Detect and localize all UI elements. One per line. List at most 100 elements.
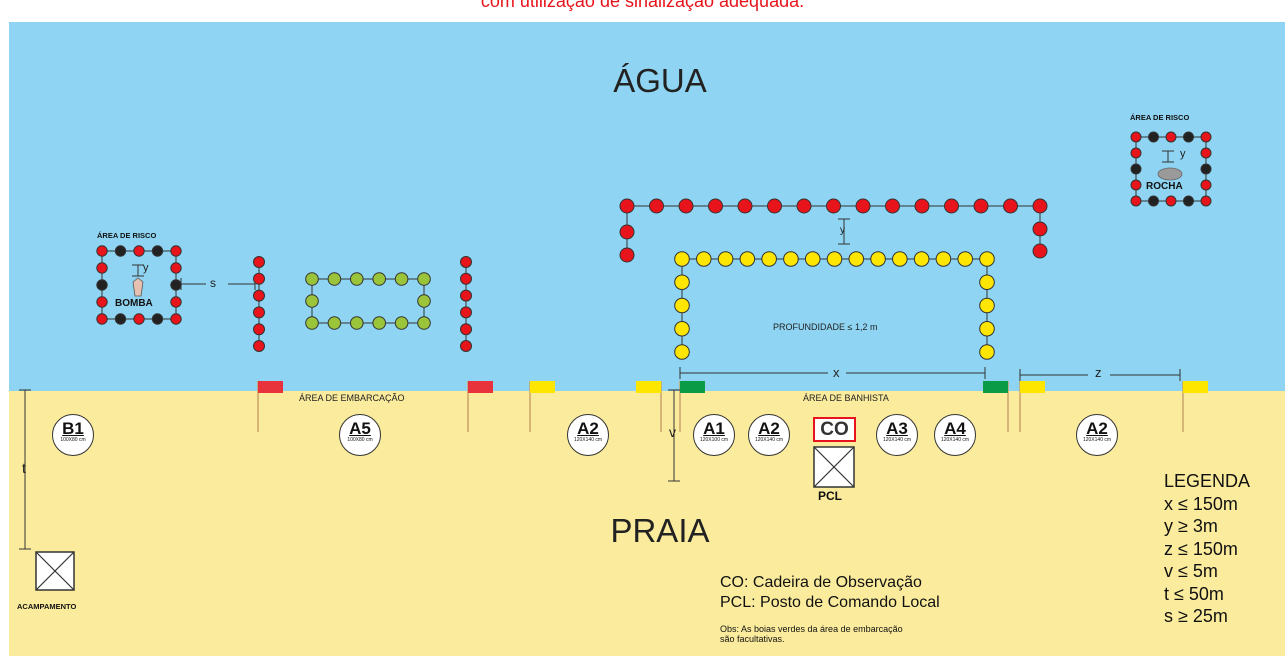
buoy xyxy=(1130,195,1142,207)
pcl-cross xyxy=(813,446,855,488)
buoy xyxy=(305,272,319,286)
buoy xyxy=(717,251,734,267)
buoy xyxy=(848,251,865,267)
buoy xyxy=(619,224,635,240)
buoy xyxy=(979,297,995,314)
buoy xyxy=(170,279,182,291)
sign-size: 120X100 cm xyxy=(699,437,729,443)
buoy xyxy=(394,272,409,286)
buoy xyxy=(417,272,431,286)
buoy xyxy=(1032,243,1048,259)
buoy xyxy=(114,313,127,325)
buoy xyxy=(96,296,108,308)
buoy xyxy=(170,313,182,325)
dim-y-label: y xyxy=(840,225,845,236)
camp-cross xyxy=(35,551,75,591)
buoy xyxy=(151,245,164,257)
buoy xyxy=(96,279,108,291)
note-obs: Obs: As boias verdes da área de embarcaç… xyxy=(720,624,940,644)
dim-x-label: x xyxy=(833,365,840,380)
buoy xyxy=(767,198,782,214)
note-obs-line: Obs: As boias verdes da área de embarcaç… xyxy=(720,624,903,634)
buoy xyxy=(674,251,690,267)
buoy xyxy=(796,198,812,214)
legend-item: s ≥ 25m xyxy=(1164,606,1228,626)
buoy xyxy=(372,272,387,286)
buoy xyxy=(1165,195,1177,207)
bomb-icon xyxy=(132,277,144,297)
risk-area-left-title: ÁREA DE RISCO xyxy=(97,231,157,240)
buoy xyxy=(1130,163,1142,175)
flag xyxy=(530,381,555,393)
buoy xyxy=(913,251,930,267)
buoy xyxy=(253,289,265,302)
buoy xyxy=(114,245,127,257)
buoy xyxy=(96,262,108,274)
notes: CO: Cadeira de Observação PCL: Posto de … xyxy=(720,573,940,644)
buoy xyxy=(826,251,843,267)
buoy xyxy=(133,245,145,257)
buoy xyxy=(739,251,756,267)
rock-icon xyxy=(1157,167,1183,181)
sign-code: A2 xyxy=(1086,419,1108,438)
buoy xyxy=(1200,163,1212,175)
green-buoy-rope xyxy=(311,278,425,324)
buoy xyxy=(1183,195,1194,207)
buoy xyxy=(394,316,409,330)
buoy xyxy=(170,245,182,257)
note-co: CO: Cadeira de Observação xyxy=(720,574,922,591)
buoy xyxy=(761,251,777,267)
legend-item: x ≤ 150m xyxy=(1164,493,1238,514)
depth-label: PROFUNDIDADE ≤ 1,2 m xyxy=(773,322,878,332)
buoy xyxy=(1200,131,1212,143)
buoy xyxy=(133,313,145,325)
buoy xyxy=(979,274,995,291)
note-obs-line: são facultativas. xyxy=(720,634,785,644)
buoy xyxy=(417,316,431,330)
water-label: ÁGUA xyxy=(613,62,707,99)
beach-label: PRAIA xyxy=(610,512,710,549)
buoy xyxy=(96,313,108,325)
dim-z-label: z xyxy=(1095,365,1102,380)
sign-size: 120X140 cm xyxy=(882,437,912,443)
buoy xyxy=(885,198,900,214)
dim-s-label: s xyxy=(210,276,216,290)
sign-size: 120X140 cm xyxy=(573,437,603,443)
legend-title: LEGENDA xyxy=(1164,471,1251,491)
buoy xyxy=(305,294,319,308)
buoy xyxy=(305,316,319,330)
flag xyxy=(680,381,705,393)
sign-code: A4 xyxy=(944,419,966,438)
buoy xyxy=(253,272,265,285)
sign-size: 100X80 cm xyxy=(60,437,86,443)
buoy xyxy=(804,251,821,267)
buoy xyxy=(1183,131,1194,143)
flag xyxy=(1183,381,1208,393)
beach-zone xyxy=(9,391,1285,656)
observation-chair-box: CO xyxy=(813,417,856,442)
buoy xyxy=(619,198,635,214)
sign-size: 100X80 cm xyxy=(347,437,373,443)
buoy xyxy=(1200,179,1212,191)
buoy xyxy=(1032,198,1048,214)
buoy xyxy=(151,313,164,325)
buoy xyxy=(460,289,472,302)
buoy xyxy=(350,272,364,286)
buoy xyxy=(460,272,472,285)
buoy xyxy=(1200,195,1212,207)
buoy xyxy=(935,251,952,267)
dim-t-label: t xyxy=(22,460,26,476)
buoy xyxy=(170,262,182,274)
buoy xyxy=(1032,221,1048,237)
bather-area-label: ÁREA DE BANHISTA xyxy=(803,393,889,403)
buoy xyxy=(1130,179,1142,191)
risk-area-right-title: ÁREA DE RISCO xyxy=(1130,113,1190,122)
flag xyxy=(1020,381,1045,393)
buoy xyxy=(674,344,690,360)
